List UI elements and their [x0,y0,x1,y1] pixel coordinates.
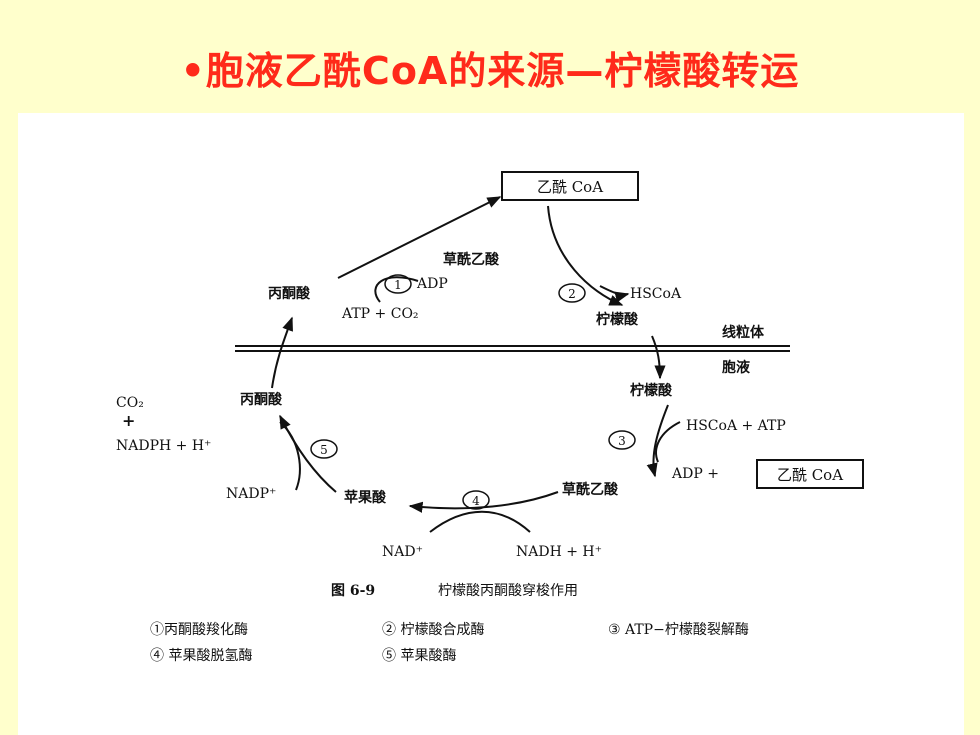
figure-panel [18,113,964,735]
enzyme-3-number: 3 [618,434,626,448]
hscoa-atp-label: HSCoA + ATP [686,418,786,434]
enzyme-2-marker [558,283,586,303]
arrow-acetylcoa-to-citrate [547,205,624,306]
mitochondria-label: 线粒体 [722,324,765,341]
enzyme-1-number: 1 [394,278,402,292]
nadph-label: NADPH + H⁺ [116,438,211,454]
slide-title: •胞液乙酰CoA的来源—柠檬酸转运 [180,49,800,93]
acetyl-coa-top-label: 乙酰 CoA [537,178,603,196]
legend-item-3: ③ ATP−柠檬酸裂解酶 [608,622,749,638]
citrate-lower-label: 柠檬酸 [630,382,673,399]
enzyme-1-side-arrow [374,276,419,303]
oaa-upper-label: 草酰乙酸 [443,251,500,268]
citrate-upper-label: 柠檬酸 [596,311,639,328]
co2-left-label: CO₂ [116,395,144,411]
enzyme-1-marker [384,274,412,294]
nadp-label: NADP⁺ [226,486,276,502]
enzyme-4-marker [462,490,490,510]
acetyl-coa-lower-label: 乙酰 CoA [777,466,843,484]
pyruvate-upper-label: 丙酮酸 [268,285,311,302]
acetyl-coa-top-box [501,171,639,201]
arrow-citrate-to-oaa [646,404,669,478]
cytosol-label: 胞液 [721,359,751,376]
legend-item-5: ⑤ 苹果酸酶 [382,648,456,664]
figure-number: 图 6-9 [331,583,375,599]
oaa-lower-label: 草酰乙酸 [562,481,619,498]
plus-left-label: + [122,411,135,430]
enzyme-3-marker [608,430,636,450]
enzyme-4-number: 4 [472,494,480,508]
adp-label: ADP [416,276,448,292]
legend-item-2: ② 柠檬酸合成酶 [382,622,484,638]
arrow-pyruvate-transport [271,316,293,389]
hscoa-upper-label: HSCoA [630,286,682,302]
nadh-label: NADH + H⁺ [516,544,602,560]
pyruvate-lower-label: 丙酮酸 [240,391,283,408]
malate-label: 苹果酸 [344,489,387,506]
arrow-pyruvate-to-acetylcoa [337,196,502,279]
legend-item-1: ①丙酮酸羧化酶 [150,622,248,638]
arrow-citrate-transport [651,335,666,380]
atp-co2-label: ATP + CO₂ [341,306,419,322]
acetyl-coa-lower-box [756,459,864,489]
arrow-oaa-to-malate [408,491,559,513]
legend-item-4: ④ 苹果酸脱氢酶 [150,648,252,664]
enzyme-5-marker [310,439,338,459]
nad-label: NAD⁺ [382,544,423,560]
figure-caption: 柠檬酸丙酮酸穿梭作用 [438,582,578,599]
enzyme-5-number: 5 [320,443,328,457]
enzyme-3-side-arrow [655,421,681,463]
adp-plus-label: ADP + [671,466,719,482]
enzyme-2-number: 2 [568,287,576,301]
enzyme-5-side-arrow [279,421,301,491]
enzyme-4-side-arrow [429,510,531,533]
arrow-malate-to-pyruvate [279,414,337,493]
enzyme-2-side-arrow [599,285,630,303]
